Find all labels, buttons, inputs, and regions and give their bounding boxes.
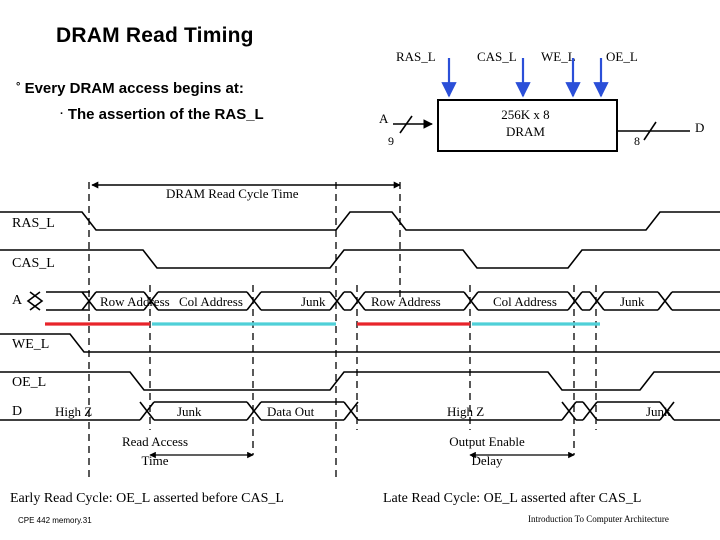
signal-label-we: WE_L (541, 49, 576, 64)
a-segment-4: Row Address (371, 294, 441, 309)
d-segment-5: Junk (646, 404, 671, 419)
bullet-item-2: · The assertion of the RAS_L (60, 106, 264, 123)
a-segment-1: Row Address (100, 294, 170, 309)
signal-label-oe: OE_L (606, 49, 638, 64)
dram-chip-label: 256K x 8 DRAM (437, 106, 614, 140)
d-segment-3: Data Out (267, 404, 315, 419)
wave-label-a: A (12, 293, 23, 308)
page-title: DRAM Read Timing (56, 24, 254, 47)
d-segment-4: High Z (447, 404, 485, 419)
data-label: D (695, 120, 705, 135)
wave-label-d: D (12, 404, 23, 419)
a-segment-2: Col Address (179, 294, 243, 309)
a-segment-3: Junk (301, 294, 326, 309)
bullet-text-1: Every DRAM access begins at: (24, 80, 244, 97)
annotation-read-access-line1: Read Access (121, 434, 189, 449)
signal-label-ras: RAS_L (396, 49, 436, 64)
bullet-marker-2: · (60, 108, 64, 120)
wave-label-ras: RAS_L (12, 216, 55, 231)
wave-label-we: WE_L (12, 337, 50, 352)
wave-label-oe: OE_L (12, 375, 47, 390)
wave-label-cas: CAS_L (12, 256, 55, 271)
a-segment-6: Junk (620, 294, 645, 309)
cycle-time-label: DRAM Read Cycle Time (163, 186, 302, 202)
d-segment-2: Junk (177, 404, 202, 419)
data-width-label: 8 (634, 134, 640, 148)
footer-right: Introduction To Computer Architecture (528, 514, 669, 524)
caption-late-read: Late Read Cycle: OE_L asserted after CAS… (383, 491, 642, 506)
footer-left: CPE 442 memory.31 (18, 516, 92, 525)
dram-chip-line1: 256K x 8 (501, 107, 550, 122)
address-label: A (379, 111, 389, 126)
annotation-read-access: Read Access Time (100, 432, 210, 470)
address-width-label: 9 (388, 134, 394, 148)
a-segment-5: Col Address (493, 294, 557, 309)
bullet-item-1: ° Every DRAM access begins at: (16, 80, 244, 97)
dram-chip-box (437, 99, 618, 152)
bullet-marker-1: ° (16, 81, 21, 93)
caption-early-read: Early Read Cycle: OE_L asserted before C… (10, 491, 284, 506)
annotation-read-access-line2: Time (141, 453, 169, 468)
signal-label-cas: CAS_L (477, 49, 517, 64)
d-segment-1: High Z (55, 404, 93, 419)
annotation-output-enable: Output Enable Delay (422, 432, 552, 470)
annotation-output-enable-line1: Output Enable (449, 434, 525, 449)
annotation-output-enable-line2: Delay (471, 453, 503, 468)
bullet-text-2: The assertion of the RAS_L (67, 106, 264, 123)
dram-chip-line2: DRAM (505, 124, 545, 139)
